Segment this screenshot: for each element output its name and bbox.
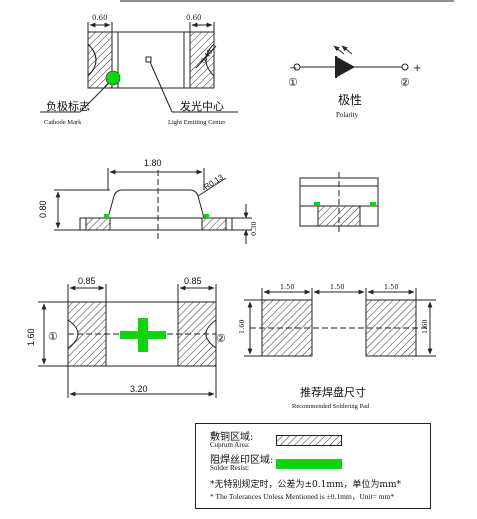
legend-box: 敷铜区域: Cuprum Area: 阻焊丝印区域: Solder Resist… — [195, 423, 431, 509]
dim-bottom-length: 3.20 — [130, 384, 148, 394]
dim-side-radius: R0.13 — [202, 172, 225, 191]
dim-bottom-height: 1.60 — [26, 328, 36, 346]
polarity-minus: − — [289, 63, 297, 74]
cathode-mark — [105, 70, 121, 86]
emit-label-en: Light Emitting Center — [168, 119, 226, 126]
tolerance-cn: *无特别规定时，公差为±0.1mm，单位为mm* — [210, 480, 401, 490]
resist-label-en: Solder Resist: — [210, 464, 250, 472]
emit-label-cn: 发光中心 — [180, 99, 224, 113]
dim-side-height: 0.80 — [38, 200, 48, 218]
bottom-pin2: ② — [216, 332, 226, 345]
end-green-right — [370, 202, 376, 206]
solder-label-en: Recommended Soldering Pad — [292, 403, 370, 410]
end-view — [299, 172, 379, 232]
cathode-label-en: Cathode Mark — [44, 119, 82, 126]
cathode-label-cn: 负极标志 — [46, 99, 90, 113]
top-view — [40, 22, 238, 113]
dim-sol-c: 1.50 — [384, 283, 398, 291]
dim-sol-b: 1.50 — [330, 283, 344, 291]
dim-top-left: 0.60 — [92, 14, 108, 22]
dim-top-right: 0.60 — [186, 14, 202, 22]
polarity-label-cn: 极性 — [338, 93, 362, 107]
dim-sol-a: 1.50 — [280, 283, 294, 291]
top-right-terminal — [189, 31, 215, 89]
dim-sol-right-h: 1.60 — [421, 320, 429, 334]
cuprum-label-en: Cuprum Area: — [210, 441, 250, 449]
soldering-pad — [244, 288, 436, 357]
polarity-symbol — [293, 45, 409, 78]
bottom-pin1: ① — [48, 330, 58, 343]
side-view — [54, 168, 252, 244]
dim-side-thickness: 0.30 — [250, 222, 258, 236]
side-green-right — [204, 214, 209, 218]
polarity-plus: + — [413, 63, 421, 74]
resist-swatch — [276, 459, 342, 469]
resist-label-cn: 阻焊丝印区域: — [210, 455, 274, 466]
dim-sol-left-h: 1.60 — [238, 320, 246, 334]
cuprum-label-cn: 敷铜区域: — [210, 432, 254, 443]
bottom-view — [38, 284, 217, 398]
emit-center-mark — [145, 56, 152, 63]
bottom-polarity-mark — [120, 318, 166, 352]
end-green-left — [314, 202, 320, 206]
dim-pad-right: 0.85 — [184, 276, 202, 286]
tolerance-en: * The Tolerances Unless Mentioned is ±0.… — [210, 492, 395, 501]
dim-pad-left: 0.85 — [78, 276, 96, 286]
cuprum-swatch — [276, 435, 342, 446]
polarity-label-en: Polarity — [336, 111, 359, 119]
polarity-pin2: ② — [400, 76, 410, 89]
polarity-pin1: ① — [288, 76, 298, 89]
side-green-left — [104, 214, 109, 218]
solder-label-cn: 推荐焊盘尺寸 — [300, 385, 366, 399]
dim-side-width: 1.80 — [144, 158, 162, 168]
